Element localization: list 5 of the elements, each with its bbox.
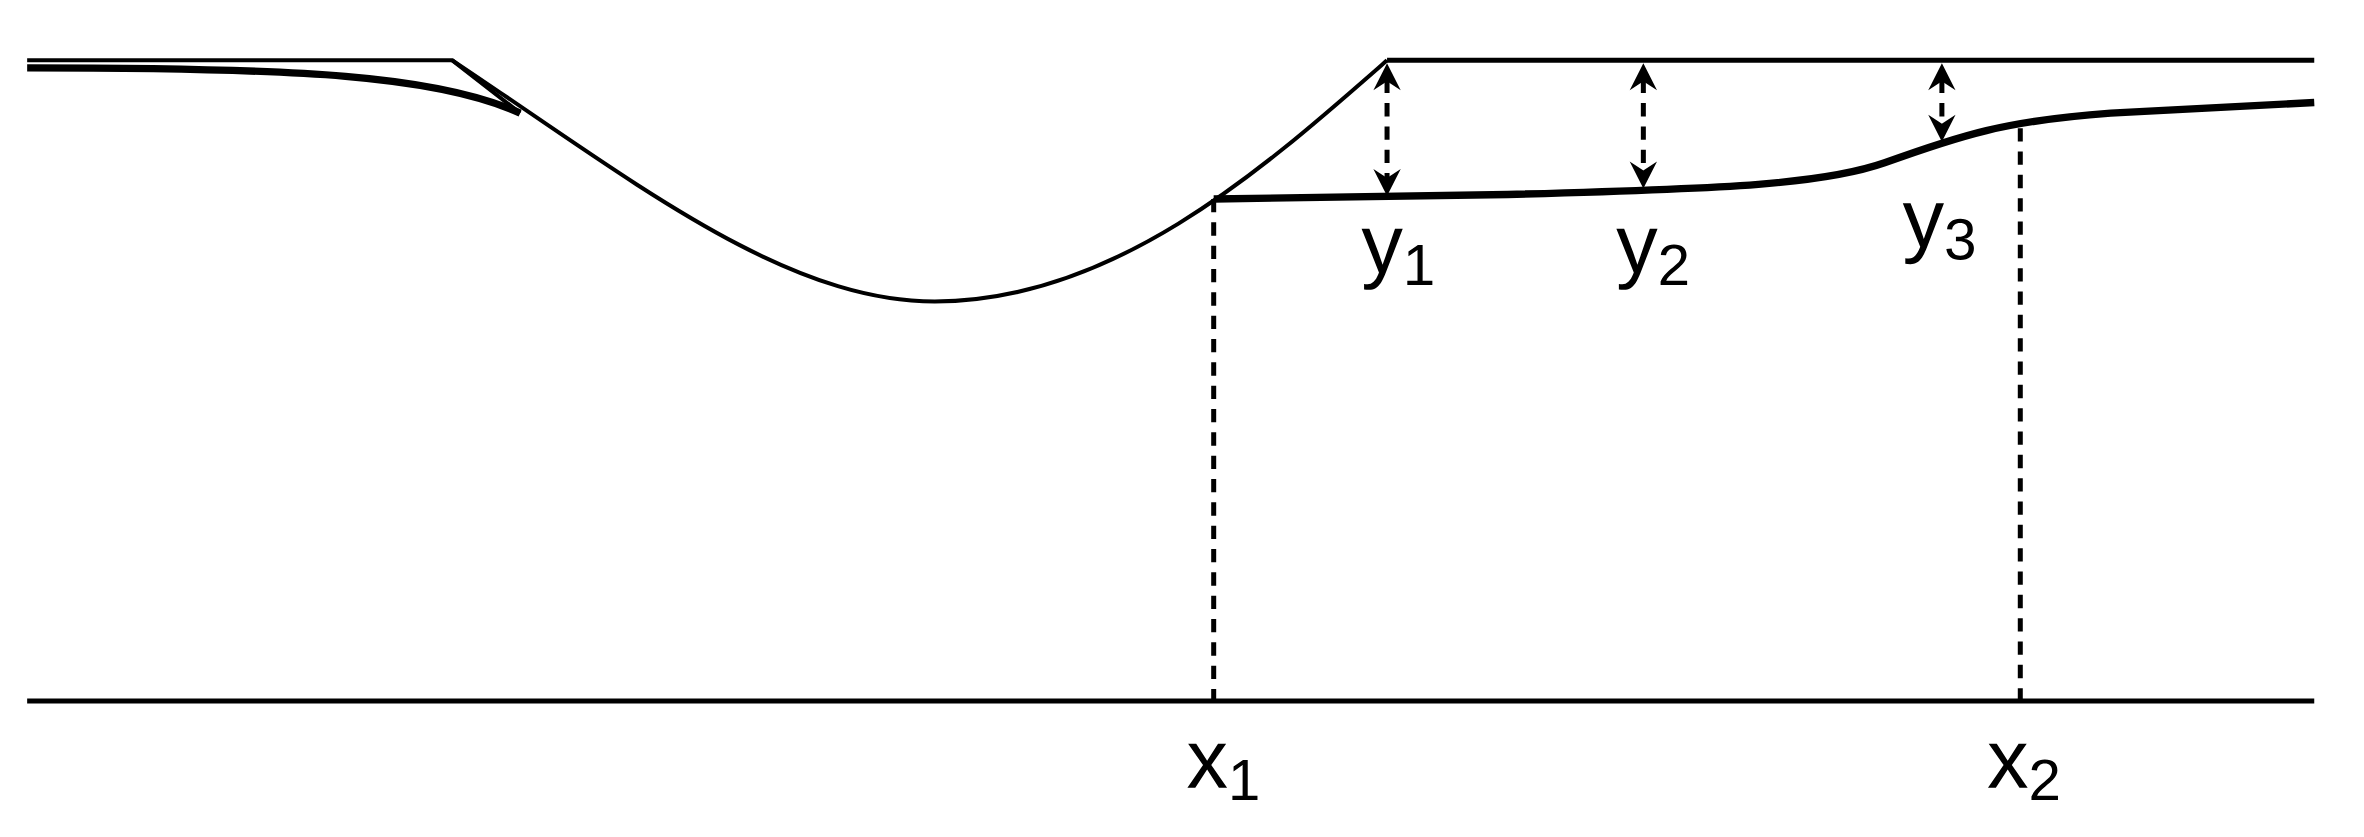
variable-label: y$_{1}$ [1361, 228, 1433, 290]
variable-label: x$_{2}$ [1988, 743, 2058, 801]
variable-label: x$_{1}$ [1187, 743, 1258, 801]
variable-label: y$_{3}$ [1902, 203, 1974, 265]
variable-label: y$_{2}$ [1616, 228, 1688, 290]
